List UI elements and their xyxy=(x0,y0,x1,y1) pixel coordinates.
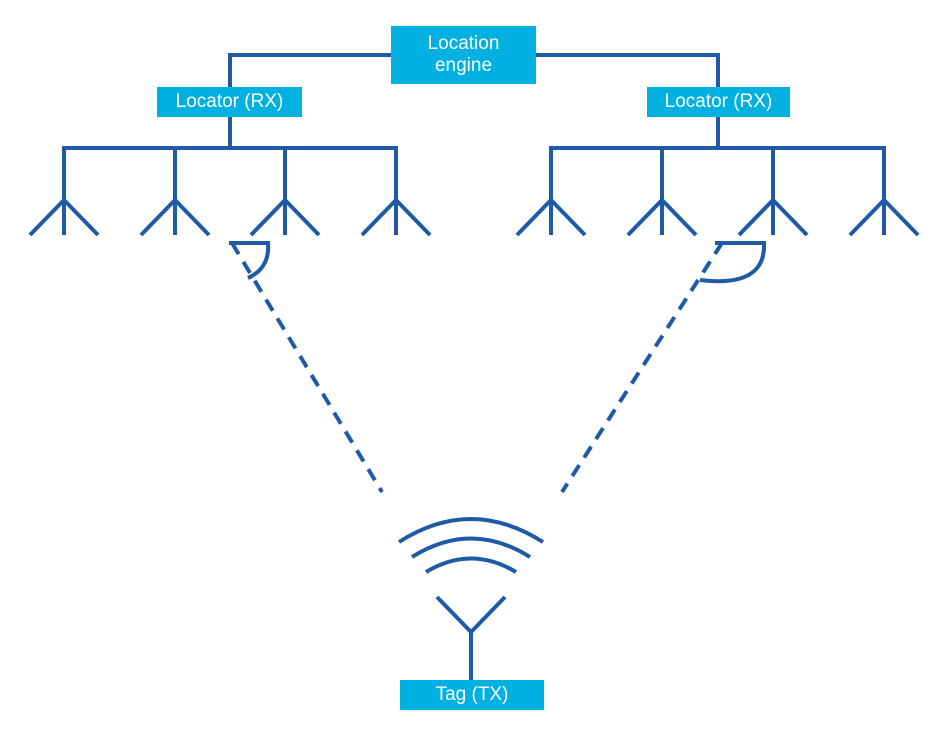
antenna-icon xyxy=(139,148,211,237)
antenna-icon xyxy=(737,148,809,237)
locator-left-box: Locator (RX) xyxy=(157,87,302,117)
engine-to-left-locator-line xyxy=(228,53,391,87)
left-antenna-array xyxy=(28,117,432,237)
left-signal-path xyxy=(230,241,384,494)
angle-arc-icon xyxy=(699,241,767,284)
engine-connectors xyxy=(228,53,720,87)
signal-waves-icon xyxy=(397,517,545,574)
antenna-icon xyxy=(848,148,920,237)
angle-arc-icon xyxy=(229,241,271,280)
antenna-icon xyxy=(249,148,321,237)
engine-to-right-locator-line xyxy=(536,53,720,87)
antenna-icon xyxy=(626,148,698,237)
antenna-icon xyxy=(360,148,432,237)
location-engine-box: Location engine xyxy=(391,26,536,84)
antenna-icon xyxy=(435,595,507,680)
locator-right-box: Locator (RX) xyxy=(647,87,790,117)
locator-left-label: Locator (RX) xyxy=(175,91,284,112)
location-engine-label: Location engine xyxy=(427,33,500,76)
right-antenna-array xyxy=(515,117,920,237)
antenna-icon xyxy=(515,148,587,237)
tag-box: Tag (TX) xyxy=(400,680,544,710)
antenna-icon xyxy=(28,148,100,237)
locator-right-label: Locator (RX) xyxy=(664,91,773,112)
right-signal-path xyxy=(560,241,724,494)
tag-label: Tag (TX) xyxy=(435,684,509,705)
